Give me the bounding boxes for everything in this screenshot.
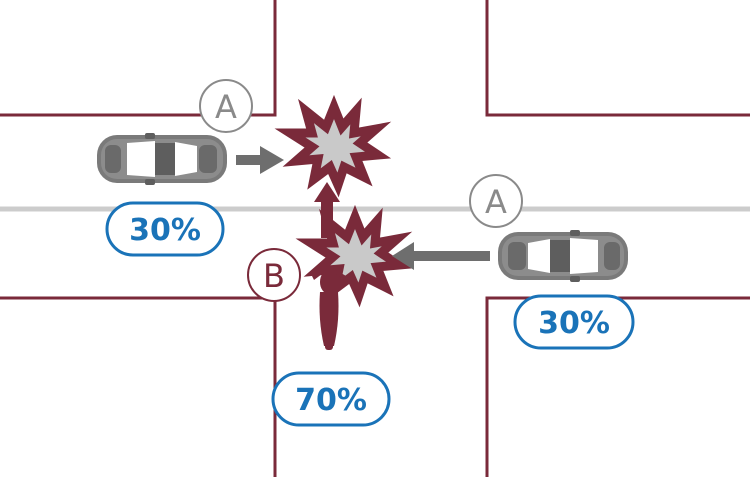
party-b-marker: B (247, 248, 301, 302)
road-edge-bottom-right (485, 296, 750, 477)
fault-percent-b: 70% (295, 383, 367, 418)
fault-badge-a-right: 30% (513, 294, 635, 350)
collision-burst-icon (295, 204, 413, 308)
party-b-label: B (263, 257, 285, 295)
party-a-top-marker: A (199, 79, 253, 133)
fault-badge-b: 70% (271, 371, 391, 427)
party-a-top-label: A (215, 88, 237, 126)
road-edge-top-left (0, 0, 277, 117)
road-edge-top-right (485, 0, 750, 117)
car-icon (97, 133, 227, 185)
fault-percent-a-right: 30% (538, 306, 610, 341)
party-a-right-label: A (485, 183, 507, 221)
car-icon (498, 230, 628, 282)
fault-badge-a-top: 30% (105, 201, 225, 257)
road-edge-bottom-left (0, 296, 277, 477)
arrow-icon (392, 242, 490, 270)
party-a-right-marker: A (469, 174, 523, 228)
fault-percent-a-top: 30% (129, 213, 201, 248)
arrow-icon (236, 146, 284, 174)
pedestrian-icon (312, 270, 346, 350)
collision-burst-icon (274, 94, 392, 198)
